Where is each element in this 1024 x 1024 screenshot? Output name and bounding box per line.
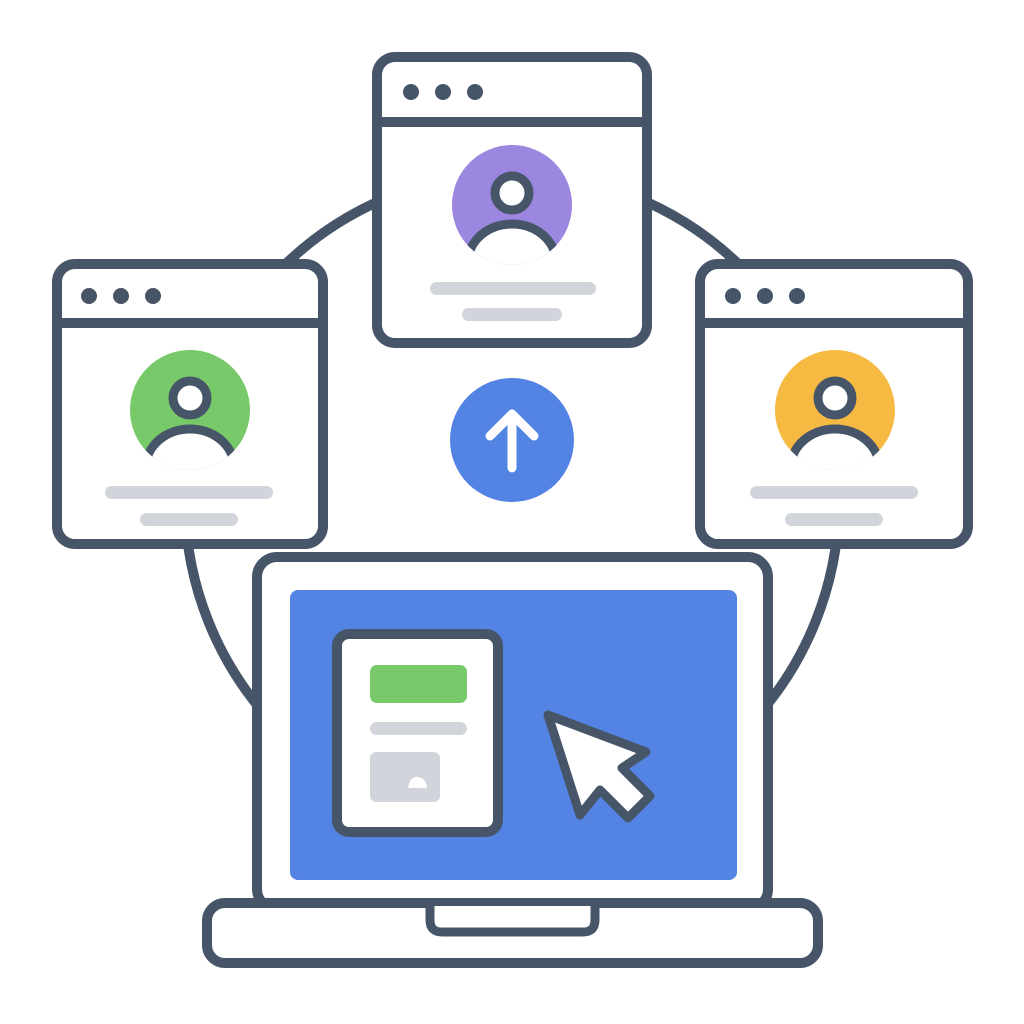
app-card[interactable] (332, 629, 503, 837)
laptop (202, 552, 823, 968)
mouse-pointer-icon (543, 710, 655, 823)
upload-button[interactable] (450, 378, 574, 502)
profile-window-left (52, 259, 328, 549)
profile-window-right (695, 259, 973, 549)
image-placeholder-icon (370, 752, 440, 802)
user-avatar-icon (130, 350, 250, 470)
arrow-up-icon (485, 409, 539, 473)
profile-window-top (372, 52, 652, 348)
window-dot-icon (403, 84, 419, 100)
